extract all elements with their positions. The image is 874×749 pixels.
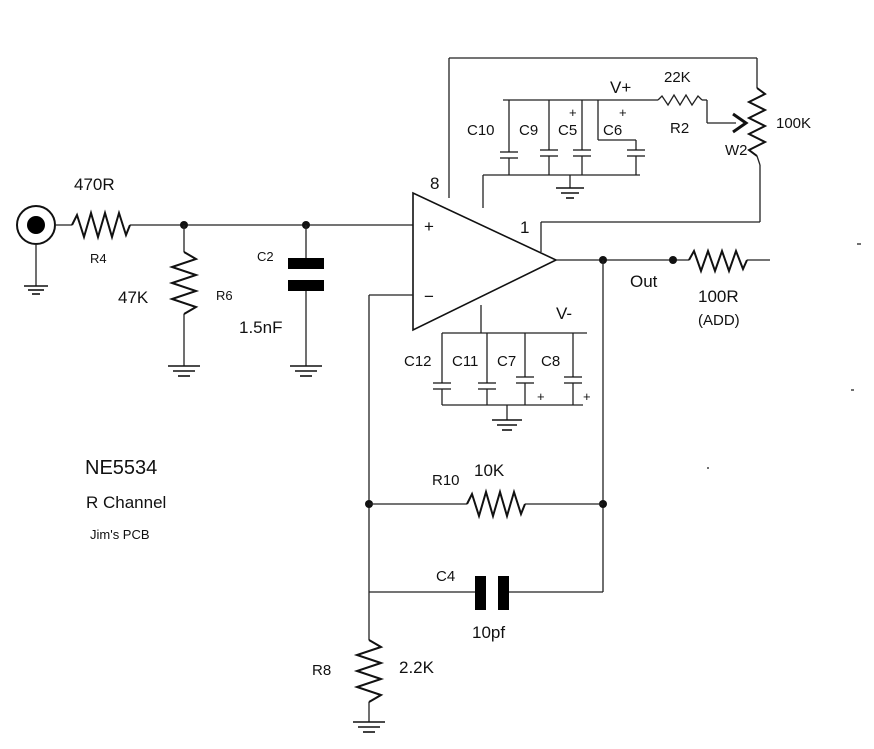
ground-symbol [556, 187, 584, 199]
pin1-label: 1 [520, 218, 529, 237]
r4-value-label: 470R [74, 175, 115, 194]
ground-symbol [353, 721, 385, 733]
ground-symbol [492, 419, 522, 431]
r8-value-label: 2.2K [399, 658, 435, 677]
output-r-value-label: 100R [698, 287, 739, 306]
ground-symbol [168, 365, 200, 377]
chip-title: NE5534 [85, 457, 157, 479]
r2-ref-label: R2 [670, 120, 689, 137]
vplus-decoupling-capacitors [500, 99, 658, 176]
c6-label: C6 [603, 122, 622, 139]
c11-label: C11 [452, 353, 478, 370]
c7-polarity-label: + [537, 389, 545, 404]
resistor-r6 [168, 251, 200, 315]
vplus-label: V+ [610, 78, 631, 97]
opamp-ne5534 [412, 191, 558, 332]
resistor-output-100r [688, 247, 748, 275]
resistor-r2 [657, 93, 703, 107]
pot-value-label: 100K [776, 115, 811, 132]
r2-value-label: 22K [664, 69, 691, 86]
resistor-r4 [71, 209, 131, 241]
r6-value-label: 47K [118, 288, 149, 307]
pcb-label: Jim's PCB [90, 527, 150, 542]
c4-ref-label: C4 [436, 568, 455, 585]
noninverting-input-label: + [424, 217, 434, 236]
capacitor-c2 [288, 258, 324, 291]
r4-ref-label: R4 [90, 251, 107, 266]
c9-label: C9 [519, 122, 538, 139]
r6-ref-label: R6 [216, 288, 233, 303]
c4-value-label: 10pf [472, 623, 505, 642]
c6-polarity-label: + [619, 105, 627, 120]
inverting-input-label: − [424, 287, 434, 306]
c2-ref-label: C2 [257, 249, 274, 264]
c7-label: C7 [497, 353, 516, 370]
capacitor-c4 [475, 576, 509, 610]
r8-ref-label: R8 [312, 662, 331, 679]
c2-value-label: 1.5nF [239, 318, 282, 337]
input-jack [16, 205, 56, 295]
pin8-label: 8 [430, 174, 439, 193]
ground-symbol [290, 365, 322, 377]
r10-ref-label: R10 [432, 472, 460, 489]
potentiometer-w2 [746, 87, 768, 157]
out-label: Out [630, 272, 658, 291]
r10-value-label: 10K [474, 461, 505, 480]
resistor-r8 [353, 639, 385, 703]
c10-label: C10 [467, 122, 495, 139]
pot-wiper-arrow [732, 112, 749, 134]
vminus-decoupling-capacitors [433, 332, 587, 406]
vminus-label: V- [556, 304, 572, 323]
resistor-r10 [466, 488, 526, 520]
ground-symbol [24, 285, 48, 295]
c5-label: C5 [558, 122, 577, 139]
pot-ref-label: W2 [725, 142, 748, 159]
c12-label: C12 [404, 353, 432, 370]
output-r-note-label: (ADD) [698, 312, 740, 329]
channel-label: R Channel [86, 493, 166, 512]
output-terminal-dot [669, 256, 677, 264]
c8-polarity-label: + [583, 389, 591, 404]
c8-label: C8 [541, 353, 560, 370]
c5-polarity-label: + [569, 105, 577, 120]
